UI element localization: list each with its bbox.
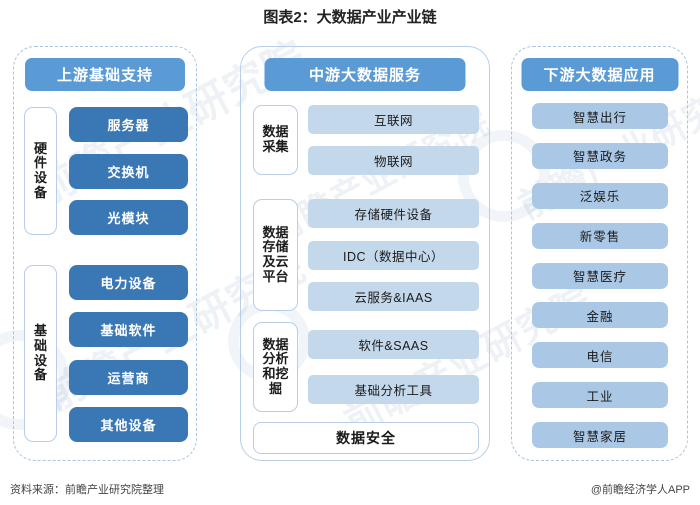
group-data-storage-cloud: 数据 存储 及云 平台 存储硬件设备 IDC（数据中心） 云服务&IAAS <box>253 199 479 311</box>
column-downstream: 下游大数据应用 智慧出行 智慧政务 泛娱乐 新零售 智慧医疗 金融 电信 工业 … <box>511 46 688 461</box>
group-label-line: 础 <box>33 337 47 353</box>
group-label-data-collection: 数据 采集 <box>253 105 298 175</box>
group-infrastructure: 基 础 设 备 电力设备 基础软件 运营商 其他设备 <box>24 265 188 442</box>
group-label-line: 备 <box>33 184 47 200</box>
group-label-line: 基 <box>33 323 47 339</box>
item-cloud-iaas[interactable]: 云服务&IAAS <box>308 282 479 311</box>
group-items-data-collection: 互联网 物联网 <box>308 105 479 175</box>
column-header-upstream: 上游基础支持 <box>25 58 185 91</box>
group-label-line: 设 <box>33 170 47 185</box>
item-storage-hardware[interactable]: 存储硬件设备 <box>308 199 479 228</box>
group-label-line: 平台 <box>262 268 289 284</box>
group-data-collection: 数据 采集 互联网 物联网 <box>253 105 479 175</box>
group-label-line: 分析 <box>262 351 289 367</box>
item-pan-entertainment[interactable]: 泛娱乐 <box>532 182 668 209</box>
item-power-equipment[interactable]: 电力设备 <box>69 265 188 300</box>
group-items-data-storage-cloud: 存储硬件设备 IDC（数据中心） 云服务&IAAS <box>308 199 479 311</box>
group-label-line: 采集 <box>262 139 289 154</box>
item-industry[interactable]: 工业 <box>532 382 668 409</box>
column-upstream: 上游基础支持 硬 件 设 备 服务器 交换机 光模块 基 础 设 备 电力设备 … <box>13 46 197 461</box>
item-data-security[interactable]: 数据安全 <box>253 422 479 454</box>
group-label-data-analysis-mining: 数据 分析 和挖 掘 <box>253 322 298 412</box>
item-finance[interactable]: 金融 <box>532 302 668 329</box>
item-idc[interactable]: IDC（数据中心） <box>308 240 479 270</box>
group-data-analysis-mining: 数据 分析 和挖 掘 软件&SAAS 基础分析工具 <box>253 322 479 412</box>
footer-source: 资料来源：前瞻产业研究院整理 <box>10 484 164 496</box>
group-label-line: 存储 <box>262 239 289 255</box>
item-other-equipment[interactable]: 其他设备 <box>69 406 188 442</box>
group-label-line: 设 <box>33 352 47 368</box>
item-operator[interactable]: 运营商 <box>69 359 188 395</box>
group-label-line: 数据 <box>262 224 289 240</box>
item-telecom[interactable]: 电信 <box>532 342 668 369</box>
downstream-item-list: 智慧出行 智慧政务 泛娱乐 新零售 智慧医疗 金融 电信 工业 智慧家居 <box>532 103 668 448</box>
item-server[interactable]: 服务器 <box>69 107 188 142</box>
column-midstream: 中游大数据服务 数据 采集 互联网 物联网 数据 存储 及云 平台 存储硬件设备… <box>240 46 490 461</box>
page-title: 图表2：大数据产业产业链 <box>263 9 437 26</box>
group-label-line: 和挖 <box>262 366 289 381</box>
item-smart-home[interactable]: 智慧家居 <box>532 422 668 448</box>
group-label-hardware: 硬 件 设 备 <box>24 107 57 235</box>
group-label-line: 数据 <box>262 336 289 352</box>
item-smart-travel[interactable]: 智慧出行 <box>532 103 668 129</box>
item-software-saas[interactable]: 软件&SAAS <box>308 330 479 359</box>
group-hardware: 硬 件 设 备 服务器 交换机 光模块 <box>24 107 188 235</box>
item-basic-software[interactable]: 基础软件 <box>69 312 188 348</box>
item-switch[interactable]: 交换机 <box>69 153 188 189</box>
column-header-downstream: 下游大数据应用 <box>521 58 678 91</box>
group-items-hardware: 服务器 交换机 光模块 <box>69 107 188 235</box>
item-new-retail[interactable]: 新零售 <box>532 222 668 249</box>
item-optical-module[interactable]: 光模块 <box>69 200 188 235</box>
item-internet[interactable]: 互联网 <box>308 105 479 134</box>
column-header-midstream: 中游大数据服务 <box>264 58 466 91</box>
item-basic-analysis-tools[interactable]: 基础分析工具 <box>308 375 479 404</box>
group-label-line: 及云 <box>262 254 289 269</box>
group-label-line: 掘 <box>268 380 282 396</box>
group-label-line: 数据 <box>262 124 289 140</box>
group-label-line: 备 <box>33 367 47 383</box>
group-label-data-storage-cloud: 数据 存储 及云 平台 <box>253 199 298 311</box>
group-label-line: 件 <box>33 155 47 171</box>
footer-brand: @前瞻经济学人APP <box>590 484 690 496</box>
item-smart-government[interactable]: 智慧政务 <box>532 142 668 169</box>
group-items-data-analysis-mining: 软件&SAAS 基础分析工具 <box>308 322 479 412</box>
item-iot[interactable]: 物联网 <box>308 146 479 175</box>
group-label-infrastructure: 基 础 设 备 <box>24 265 57 442</box>
item-smart-healthcare[interactable]: 智慧医疗 <box>532 262 668 289</box>
footer: 资料来源：前瞻产业研究院整理 @前瞻经济学人APP <box>0 481 700 497</box>
group-items-infrastructure: 电力设备 基础软件 运营商 其他设备 <box>69 265 188 442</box>
group-label-line: 硬 <box>33 140 47 156</box>
